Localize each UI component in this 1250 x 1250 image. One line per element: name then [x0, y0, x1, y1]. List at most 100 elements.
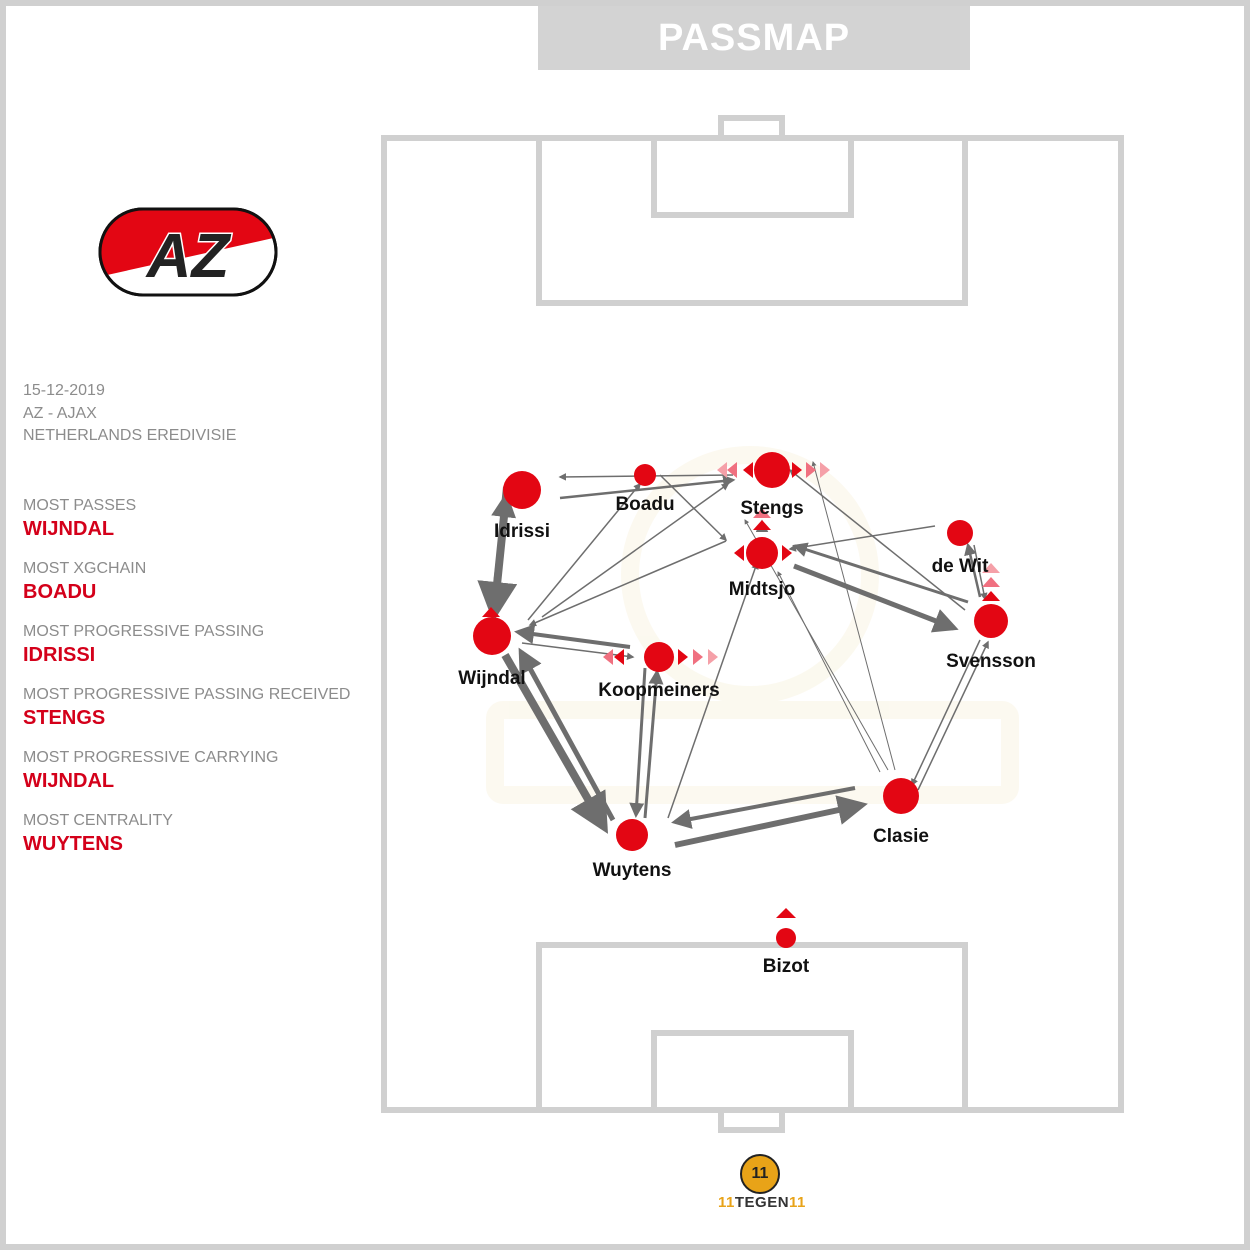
match-competition: NETHERLANDS EREDIVISIE — [23, 427, 237, 444]
pass-line — [788, 469, 966, 611]
pass-line — [501, 653, 608, 834]
stat-most-progressive-carrying: MOST PROGRESSIVE CARRYING WIJNDAL — [23, 748, 363, 794]
stat-value: WUYTENS — [23, 832, 123, 855]
player-label: Boadu — [615, 494, 674, 515]
logo-word-left: 11 — [718, 1194, 735, 1211]
player-label: Wuytens — [593, 860, 672, 881]
title-bar: PASSMAP — [538, 6, 970, 70]
stat-most-centrality: MOST CENTRALITY WUYTENS — [23, 811, 363, 857]
carry-triangle — [753, 520, 771, 530]
carry-triangle — [708, 649, 718, 665]
pass-line — [527, 482, 641, 621]
player-node-boadu: Boadu — [615, 464, 675, 515]
player-node-koopmeiners: Koopmeiners — [598, 642, 720, 701]
carry-triangle — [776, 908, 796, 918]
pass-line — [792, 542, 969, 604]
carry-triangle — [482, 607, 500, 617]
stat-value: STENGS — [23, 706, 106, 729]
match-teams: AZ - AJAX — [23, 404, 97, 422]
player-label: Stengs — [740, 498, 803, 519]
logo-mark: 11 — [740, 1154, 780, 1194]
carry-triangle — [614, 649, 624, 665]
carry-triangle — [678, 649, 688, 665]
stat-label: MOST PROGRESSIVE PASSING RECEIVED — [23, 685, 351, 703]
pass-line — [528, 540, 727, 627]
player-label: de Wit — [932, 556, 989, 577]
carry-triangle — [603, 649, 613, 665]
pass-line — [911, 639, 981, 787]
player-node-de-wit: de Wit — [932, 520, 989, 577]
pass-line — [541, 483, 730, 618]
stat-value: BOADU — [23, 580, 97, 603]
player-node-svensson: Svensson — [946, 604, 1036, 672]
player-node-wijndal: Wijndal — [458, 617, 526, 689]
progression-markers — [482, 462, 1000, 918]
pass-line — [793, 563, 959, 633]
stat-label: MOST PROGRESSIVE PASSING — [23, 622, 265, 640]
info-panel: 15-12-2019 AZ - AJAX NETHERLANDS EREDIVI… — [23, 380, 363, 874]
stat-label: MOST XGCHAIN — [23, 559, 147, 577]
player-label: Koopmeiners — [598, 680, 719, 701]
pass-line — [973, 544, 988, 601]
pass-line — [788, 525, 936, 552]
pass-line — [643, 669, 664, 819]
player-label: Wijndal — [458, 668, 525, 689]
carry-triangle — [743, 462, 753, 478]
page-title: PASSMAP — [657, 16, 851, 59]
pass-line — [629, 667, 647, 818]
stat-value: WIJNDAL — [23, 769, 115, 792]
stat-most-progressive-passing: MOST PROGRESSIVE PASSING IDRISSI — [23, 622, 363, 668]
logo-word-mid: TEGEN — [734, 1194, 790, 1211]
carry-triangle — [806, 462, 816, 478]
player-label: Clasie — [873, 826, 929, 847]
pass-line — [518, 647, 616, 822]
stat-label: MOST PASSES — [23, 496, 137, 514]
pass-line — [521, 642, 635, 660]
player-label: Midtsjo — [729, 579, 796, 600]
player-node-wuytens: Wuytens — [593, 819, 672, 881]
club-logo-text: AZ — [145, 222, 232, 291]
pass-line — [964, 542, 982, 598]
stat-most-passes: MOST PASSES WIJNDAL — [23, 496, 363, 542]
stat-most-progressive-passing-received: MOST PROGRESSIVE PASSING RECEIVED STENGS — [23, 685, 363, 731]
carry-triangle — [982, 591, 1000, 601]
player-node-stengs: Stengs — [740, 452, 804, 519]
carry-triangle — [982, 577, 1000, 587]
player-node-midtsjo: Midtsjo — [729, 537, 796, 600]
stat-label: MOST PROGRESSIVE CARRYING — [23, 748, 279, 766]
carry-triangle — [820, 462, 830, 478]
logo-word-right: 11 — [789, 1194, 806, 1211]
player-label: Svensson — [946, 651, 1036, 672]
az-club-logo: AZ — [98, 207, 278, 297]
player-node-clasie: Clasie — [873, 778, 929, 847]
player-node-bizot: Bizot — [763, 928, 810, 977]
pass-line — [514, 624, 631, 649]
carry-triangle — [792, 462, 802, 478]
match-date: 15-12-2019 — [23, 382, 105, 399]
pass-line — [671, 786, 856, 829]
carry-triangle — [782, 545, 792, 561]
pass-line — [667, 561, 759, 819]
stat-value: IDRISSI — [23, 643, 96, 666]
player-label: Bizot — [763, 956, 810, 977]
11tegen11-logo: 11 11TEGEN11 — [718, 1154, 806, 1214]
stat-most-xgchain: MOST XGCHAIN BOADU — [23, 559, 363, 605]
pass-line — [489, 492, 517, 615]
pass-line — [777, 571, 881, 773]
pass-line — [559, 474, 736, 500]
player-node-idrissi: Idrissi — [494, 471, 550, 542]
pass-line — [917, 640, 989, 791]
carry-triangle — [982, 563, 1000, 573]
pass-line — [811, 461, 896, 771]
logo-wordmark: 11TEGEN11 — [718, 1194, 806, 1211]
carry-triangle — [717, 462, 727, 478]
stat-label: MOST CENTRALITY — [23, 811, 173, 829]
carry-triangle — [693, 649, 703, 665]
pass-line — [659, 474, 728, 542]
watermark — [486, 446, 1019, 804]
pass-line — [674, 795, 868, 848]
player-label: Idrissi — [494, 521, 550, 542]
stat-value: WIJNDAL — [23, 517, 115, 540]
pitch-lines — [381, 115, 1124, 1133]
player-nodes: Idrissi Boadu Stengs Midtsjo de Wit Sven… — [458, 452, 1036, 977]
